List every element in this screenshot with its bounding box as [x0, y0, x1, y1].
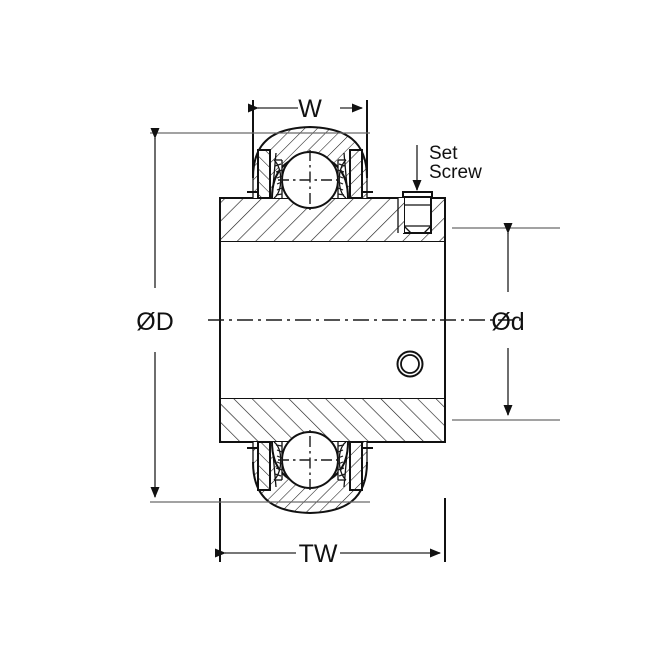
lower-bearing-insert: [247, 430, 373, 515]
dimension-label-TW: TW: [299, 540, 338, 568]
set-screw-pocket: [397, 198, 404, 233]
set-screw-section: [402, 191, 433, 234]
dimension-OD: ØD: [136, 128, 370, 503]
set-screw-label-line2: Screw: [429, 162, 482, 183]
lower-right-seal: [337, 441, 363, 491]
dimension-label-OD: ØD: [136, 308, 174, 336]
upper-left-seal: [257, 149, 283, 199]
dimension-label-bore: Ød: [491, 308, 524, 336]
set-screw-front-view: [396, 350, 424, 378]
upper-bearing-insert: [247, 125, 373, 210]
set-screw-annotation: Set Screw: [412, 143, 482, 191]
set-screw-label-line1: Set: [429, 143, 458, 164]
lower-body-wall: [219, 397, 446, 443]
upper-body-wall: [219, 197, 446, 243]
dimension-label-W: W: [298, 95, 322, 123]
upper-right-seal: [337, 149, 363, 199]
dimension-TW: TW: [215, 498, 446, 568]
dimension-W: W: [248, 95, 368, 178]
dimension-bore: Ød: [452, 223, 560, 421]
lower-left-seal: [257, 441, 283, 491]
